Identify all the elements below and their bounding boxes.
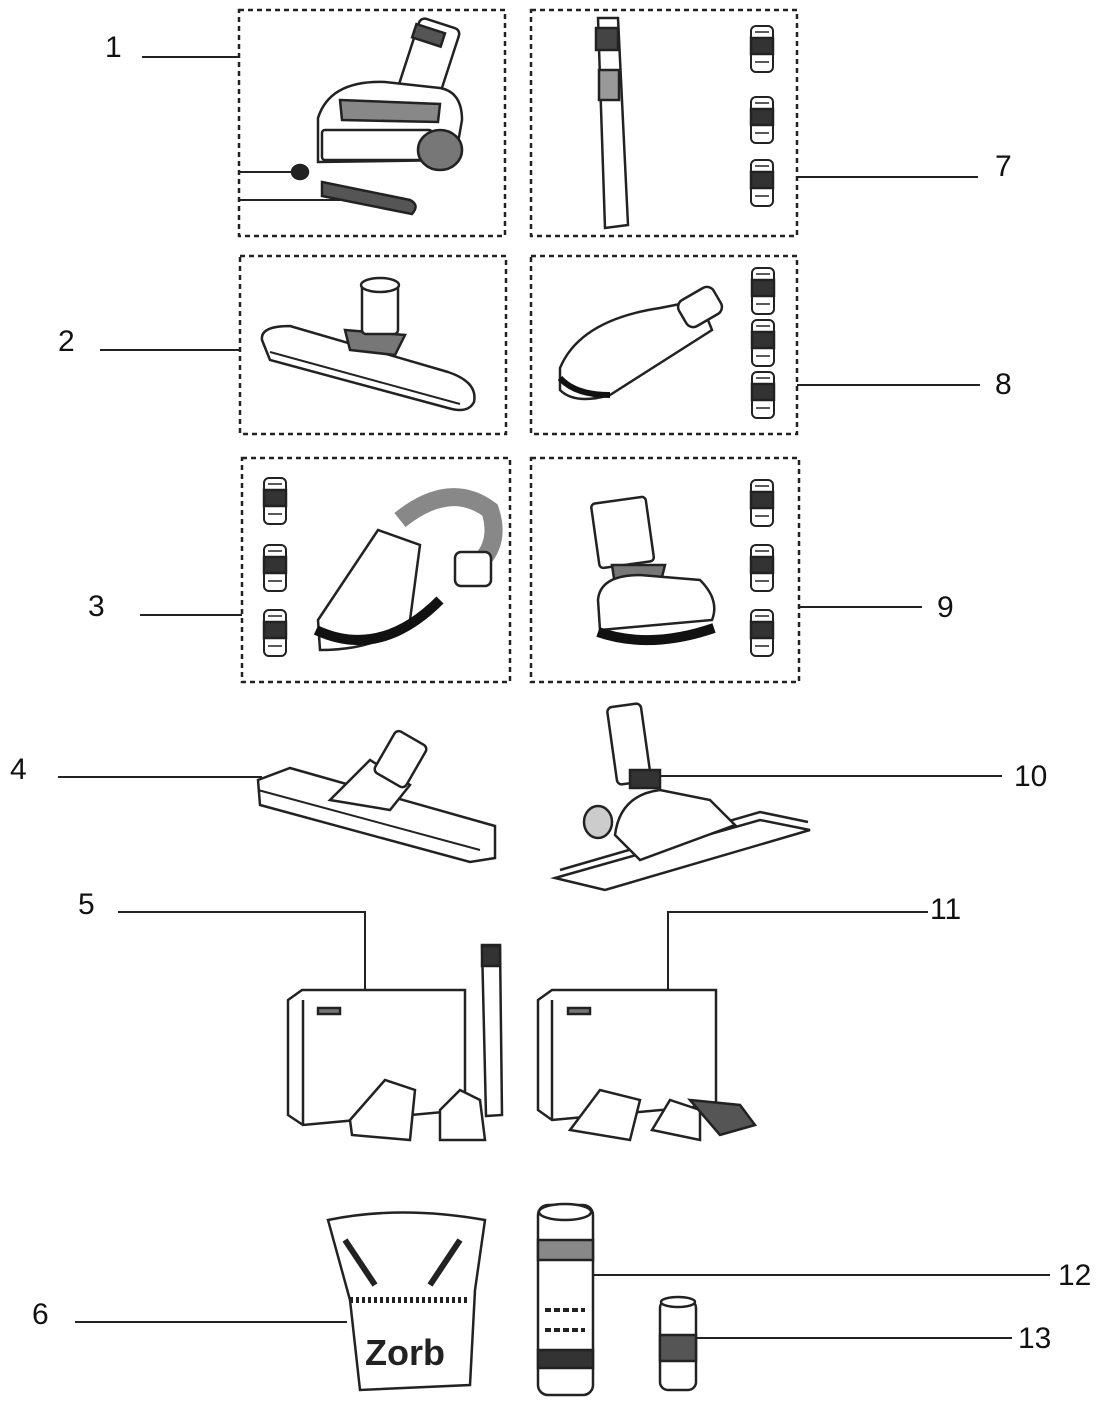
callout-8: 8 (995, 368, 1012, 401)
callout-1: 1 (105, 31, 122, 64)
part-9-brush-tool (590, 478, 775, 658)
box-item-1 (237, 8, 507, 238)
part-4-floor-tool (256, 729, 497, 864)
leader-lines (58, 56, 1050, 1339)
callout-4: 4 (10, 753, 27, 786)
part-5-tool-kit (286, 943, 504, 1142)
callout-11: 11 (930, 893, 962, 926)
part-13-adapter (658, 1295, 698, 1392)
part-12-spray-can (536, 1202, 595, 1397)
callout-12: 12 (1058, 1259, 1092, 1292)
part-11-tool-kit (536, 988, 758, 1142)
part-1-turbine-tool (290, 17, 464, 216)
callout-6: 6 (32, 1298, 49, 1331)
callout-9: 9 (937, 591, 954, 624)
box-item-3 (240, 456, 512, 684)
box-item-2 (238, 254, 508, 436)
callout-3: 3 (88, 590, 105, 623)
callout-10: 10 (1014, 760, 1048, 793)
part-7-crevice-tool (594, 16, 775, 230)
kit-boxes (237, 8, 801, 684)
callout-7: 7 (995, 150, 1012, 183)
part-3-brush-hose-tool (262, 476, 503, 658)
part-2-upholstery-tool (260, 276, 476, 412)
box-item-8 (529, 254, 799, 436)
box-item-9 (529, 456, 801, 684)
part-6-zorb-pouch: Zorb (326, 1211, 487, 1392)
zorb-logo-text: Zorb (365, 1332, 445, 1373)
box-item-7 (529, 8, 799, 238)
callout-2: 2 (58, 325, 75, 358)
leader-11 (667, 911, 928, 993)
callout-13: 13 (1018, 1322, 1052, 1355)
part-10-articulating-floor-tool (550, 702, 811, 892)
leader-5 (118, 911, 366, 993)
part-8-brush-tool (557, 266, 776, 420)
callout-5: 5 (78, 888, 95, 921)
